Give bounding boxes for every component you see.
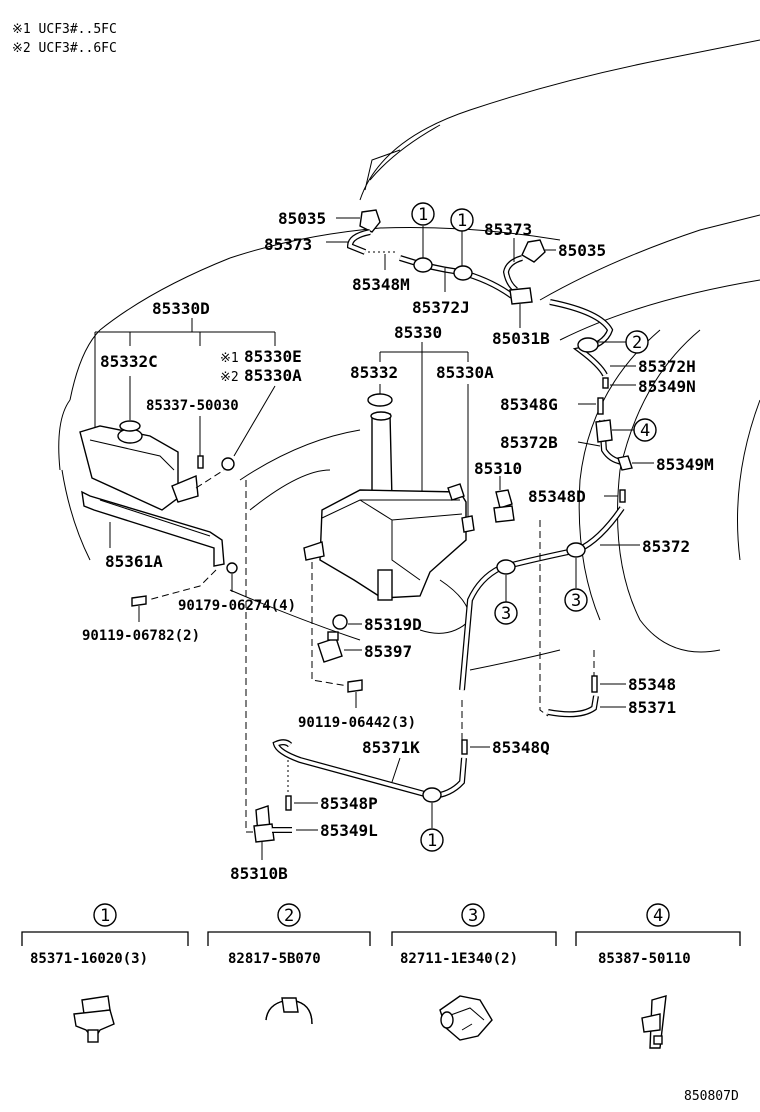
label-85373-left: 85373 — [264, 235, 312, 254]
label-85332C: 85332C — [100, 352, 158, 371]
clamp-type-4-icon — [641, 995, 667, 1049]
legend-item-4: 4 85387-50110 — [575, 903, 741, 1049]
marker-2: ※2 — [220, 370, 239, 385]
callout-2-top — [625, 330, 649, 354]
callout-1-b-num: 1 — [457, 211, 467, 231]
label-85035-left: 85035 — [278, 209, 326, 228]
bracket-85361A — [81, 490, 225, 567]
label-85337: 85337-50030 — [146, 398, 239, 414]
legend-item-3: 3 82711-1E340(2) — [391, 903, 557, 1041]
label-85372B: 85372B — [500, 433, 558, 452]
washer-level-sensor — [317, 631, 343, 663]
callout-4-num: 4 — [640, 421, 650, 441]
label-85348G: 85348G — [500, 395, 558, 414]
label-85310: 85310 — [474, 459, 522, 478]
marker-1: ※1 — [220, 351, 239, 366]
diagram-code: 850807D — [684, 1089, 739, 1104]
label-85330D: 85330D — [152, 299, 210, 318]
label-90119-a: 90119-06782(2) — [82, 628, 200, 644]
callout-1-c — [420, 828, 444, 852]
label-90179: 90179-06274(4) — [178, 598, 296, 614]
label-85319D: 85319D — [364, 615, 422, 634]
vehicle-outline — [58, 39, 760, 671]
legend-3-num: 3 — [468, 906, 478, 926]
washer-reservoir-sub — [79, 420, 235, 511]
callout-1-a — [411, 202, 435, 226]
clamp-type-1-icon — [73, 995, 115, 1043]
label-85349L: 85349L — [320, 821, 378, 840]
callout-1-a-num: 1 — [418, 205, 428, 225]
label-85373-right: 85373 — [484, 220, 532, 239]
label-85348M: 85348M — [352, 275, 410, 294]
callout-2-top-num: 2 — [632, 333, 642, 353]
label-85332: 85332 — [350, 363, 398, 382]
legend-1-num: 1 — [100, 906, 110, 926]
legend-item-1: 1 85371-16020(3) — [21, 903, 189, 1043]
legend-1-part: 85371-16020(3) — [30, 951, 148, 967]
label-85361A: 85361A — [105, 552, 163, 571]
legend-3-part: 82711-1E340(2) — [400, 951, 518, 967]
label-85348Q: 85348Q — [492, 738, 550, 757]
label-85372H: 85372H — [638, 357, 696, 376]
legend-item-2: 2 82817-5B070 — [207, 903, 371, 1025]
callout-3-a-num: 3 — [571, 591, 581, 611]
label-85348: 85348 — [628, 675, 676, 694]
callout-3-b-num: 3 — [501, 604, 511, 624]
label-85348D: 85348D — [528, 487, 586, 506]
label-85372: 85372 — [642, 537, 690, 556]
label-85035-right: 85035 — [558, 241, 606, 260]
label-85330E: 85330E — [244, 347, 302, 366]
note-1: ※1 UCF3#..5FC — [12, 22, 117, 37]
callout-1-c-num: 1 — [427, 831, 437, 851]
label-90119-b: 90119-06442(3) — [298, 715, 416, 731]
label-85371: 85371 — [628, 698, 676, 717]
callout-1-b — [450, 208, 474, 232]
callout-3-b — [494, 601, 518, 625]
legend-2-num: 2 — [284, 906, 294, 926]
note-2: ※2 UCF3#..6FC — [12, 41, 117, 56]
label-85330A: 85330A — [436, 363, 494, 382]
legend-4-part: 85387-50110 — [598, 951, 691, 967]
clamp-type-2-icon — [265, 997, 313, 1025]
clamp-type-3-icon — [439, 995, 493, 1041]
washer-reservoir-main — [303, 393, 475, 601]
label-85349N: 85349N — [638, 377, 696, 396]
callout-4 — [633, 418, 657, 442]
clip-legend: 1 85371-16020(3) 2 82817-5B070 3 — [21, 903, 741, 1049]
label-85330: 85330 — [394, 323, 442, 342]
washer-nozzle-left — [359, 209, 381, 233]
label-85348P: 85348P — [320, 794, 378, 813]
rear-washer-pump — [253, 805, 275, 843]
label-85371K: 85371K — [362, 738, 420, 757]
callout-3-a — [564, 588, 588, 612]
legend-2-part: 82817-5B070 — [228, 951, 321, 967]
label-85330A-top: 85330A — [244, 366, 302, 385]
label-85310B: 85310B — [230, 864, 288, 883]
label-85031B: 85031B — [492, 329, 550, 348]
label-85349M: 85349M — [656, 455, 714, 474]
legend-4-num: 4 — [653, 906, 663, 926]
label-85372J: 85372J — [412, 298, 470, 317]
label-85397: 85397 — [364, 642, 412, 661]
